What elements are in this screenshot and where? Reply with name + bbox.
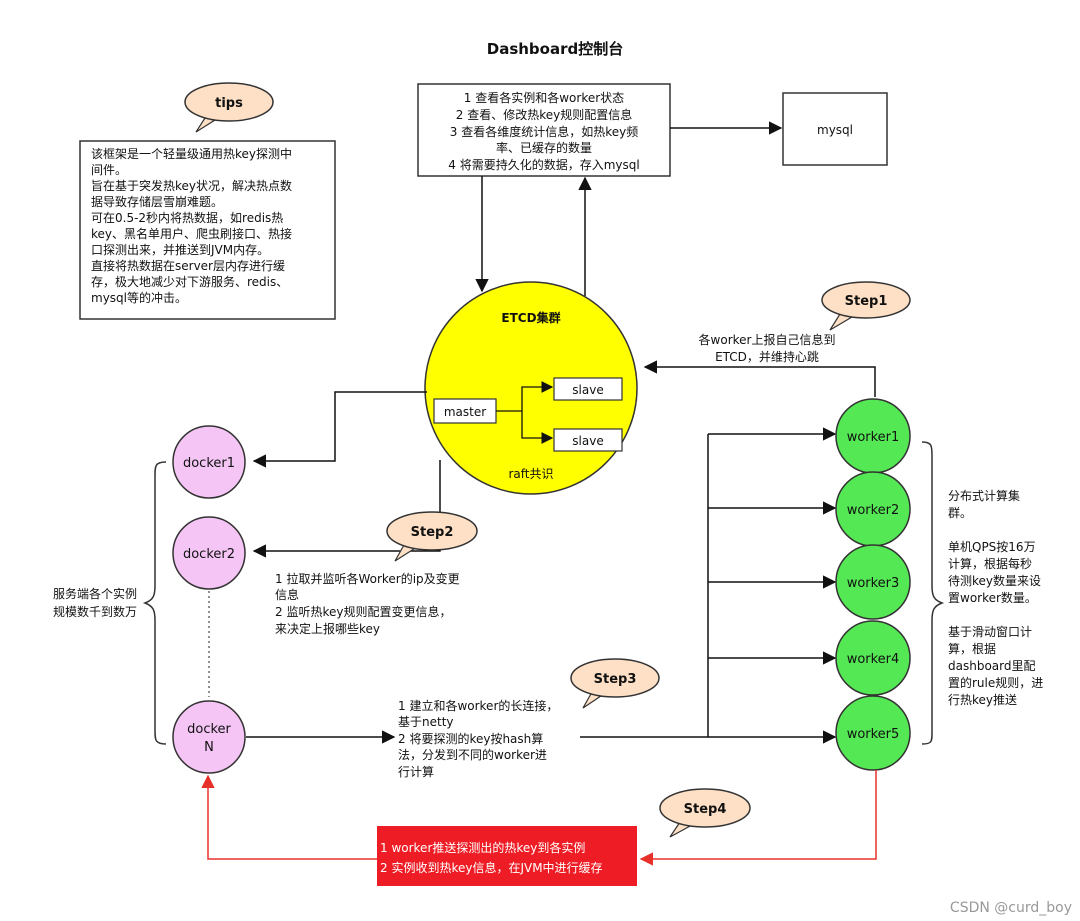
svg-text:待测key数量来设: 待测key数量来设 bbox=[948, 573, 1041, 588]
dockerN-label-2: N bbox=[204, 740, 214, 755]
svg-text:2 将要探测的key按hash算: 2 将要探测的key按hash算 bbox=[398, 731, 543, 746]
worker2-label: worker2 bbox=[847, 503, 900, 518]
svg-text:各worker上报自己信息到: 各worker上报自己信息到 bbox=[699, 332, 836, 347]
svg-text:分布式计算集: 分布式计算集 bbox=[948, 488, 1020, 503]
worker3-label: worker3 bbox=[847, 576, 900, 591]
svg-text:存，极大地减少对下游服务、redis、: 存，极大地减少对下游服务、redis、 bbox=[91, 274, 288, 289]
worker3-node bbox=[835, 544, 911, 620]
master-to-slave-1-arrow bbox=[496, 381, 554, 412]
worker-note: 分布式计算集 群。 单机QPS按16万 计算，根据每秒 待测key数量来设 置w… bbox=[948, 488, 1043, 707]
etcd-consensus-label: raft共识 bbox=[508, 467, 553, 481]
svg-text:2 查看、修改热key规则配置信息: 2 查看、修改热key规则配置信息 bbox=[456, 107, 632, 122]
step4-bubble: Step4 bbox=[659, 788, 751, 838]
svg-text:置worker数量。: 置worker数量。 bbox=[948, 590, 1037, 605]
svg-text:ETCD，并维持心跳: ETCD，并维持心跳 bbox=[715, 349, 819, 364]
svg-text:群。: 群。 bbox=[948, 506, 972, 520]
server-note: 服务端各个实例 规模数千到数万 bbox=[53, 586, 137, 619]
step3-bubble: Step3 bbox=[570, 658, 660, 709]
etcd-to-docker1-arrow bbox=[252, 391, 427, 468]
svg-text:置的rule规则，进: 置的rule规则，进 bbox=[948, 675, 1043, 690]
step1-text: 各worker上报自己信息到 ETCD，并维持心跳 bbox=[699, 332, 836, 364]
etcd-title: ETCD集群 bbox=[501, 310, 560, 325]
docker1-node bbox=[172, 425, 246, 499]
svg-text:据导致存储层雪崩难题。: 据导致存储层雪崩难题。 bbox=[91, 194, 223, 209]
svg-text:1 建立和各worker的长连接，: 1 建立和各worker的长连接， bbox=[398, 698, 558, 713]
master-to-slave-2-arrow bbox=[521, 411, 554, 444]
svg-text:口探测出来，并推送到JVM内存。: 口探测出来，并推送到JVM内存。 bbox=[91, 242, 269, 257]
etcd-master-label: master bbox=[444, 405, 486, 419]
worker5-node bbox=[835, 695, 911, 771]
svg-text:key、黑名单用户、爬虫刷接口、热接: key、黑名单用户、爬虫刷接口、热接 bbox=[91, 226, 292, 241]
docker2-node bbox=[172, 516, 246, 590]
tips-text: 该框架是一个轻量级通用热key探测中 间件。 旨在基于突发热key状况，解决热点… bbox=[91, 146, 292, 305]
svg-text:计算，根据每秒: 计算，根据每秒 bbox=[948, 556, 1032, 571]
dockerN-label-1: docker bbox=[187, 722, 231, 737]
step2-bubble: Step2 bbox=[386, 511, 478, 562]
worker1-label: worker1 bbox=[847, 430, 900, 445]
mysql-box bbox=[782, 92, 888, 166]
step4-box bbox=[377, 826, 637, 886]
svg-text:1 拉取并监听各Worker的ip及变更: 1 拉取并监听各Worker的ip及变更 bbox=[275, 571, 460, 586]
page-title: Dashboard控制台 bbox=[487, 40, 623, 58]
step2-text: 1 拉取并监听各Worker的ip及变更 信息 2 监听热key规则配置变更信息… bbox=[275, 571, 460, 636]
svg-text:tips: tips bbox=[215, 96, 243, 111]
svg-text:2 监听热key规则配置变更信息，: 2 监听热key规则配置变更信息， bbox=[275, 604, 451, 619]
svg-text:1 查看各实例和各worker状态: 1 查看各实例和各worker状态 bbox=[464, 90, 624, 105]
svg-text:mysql等的冲击。: mysql等的冲击。 bbox=[91, 290, 187, 305]
etcd-slave-1 bbox=[553, 377, 623, 401]
svg-text:3 查看各维度统计信息，如热key频: 3 查看各维度统计信息，如热key频 bbox=[450, 124, 638, 139]
worker5-label: worker5 bbox=[847, 727, 900, 742]
svg-text:基于netty: 基于netty bbox=[398, 715, 454, 729]
svg-text:规模数千到数万: 规模数千到数万 bbox=[53, 604, 137, 619]
svg-text:算，根据: 算，根据 bbox=[948, 641, 996, 656]
step3-text: 1 建立和各worker的长连接， 基于netty 2 将要探测的key按has… bbox=[398, 698, 558, 779]
docker1-label: docker1 bbox=[183, 456, 235, 471]
svg-text:法，分发到不同的worker进: 法，分发到不同的worker进 bbox=[398, 747, 547, 762]
step4-text: 1 worker推送探测出的热key到各实例 2 实例收到热key信息，在JVM… bbox=[380, 840, 603, 875]
svg-text:行计算: 行计算 bbox=[398, 764, 434, 779]
push-to-dockerN-arrow bbox=[201, 774, 377, 860]
docker2-label: docker2 bbox=[183, 547, 235, 562]
svg-text:Step3: Step3 bbox=[594, 672, 637, 687]
dashboard-text: 1 查看各实例和各worker状态 2 查看、修改热key规则配置信息 3 查看… bbox=[448, 90, 639, 172]
svg-text:间件。: 间件。 bbox=[91, 163, 127, 177]
watermark: CSDN @curd_boy bbox=[950, 900, 1072, 916]
server-brace bbox=[142, 461, 167, 745]
step1-bubble: Step1 bbox=[821, 281, 911, 331]
svg-text:信息: 信息 bbox=[275, 587, 299, 602]
svg-text:单机QPS按16万: 单机QPS按16万 bbox=[948, 540, 1036, 554]
etcd-slave-2 bbox=[553, 428, 623, 452]
worker-heartbeat-arrow bbox=[643, 360, 876, 397]
svg-text:服务端各个实例: 服务端各个实例 bbox=[53, 586, 137, 601]
svg-text:率、已缓存的数量: 率、已缓存的数量 bbox=[496, 140, 592, 155]
svg-text:直接将热数据在server层内存进行缓: 直接将热数据在server层内存进行缓 bbox=[91, 258, 285, 273]
worker4-node bbox=[835, 620, 911, 696]
tips-box bbox=[79, 140, 336, 320]
dockerN-node bbox=[172, 700, 246, 774]
etcd-slave-1-label: slave bbox=[572, 383, 603, 397]
svg-text:Step1: Step1 bbox=[845, 294, 888, 309]
worker4-label: worker4 bbox=[847, 652, 900, 667]
svg-text:4 将需要持久化的数据，存入mysql: 4 将需要持久化的数据，存入mysql bbox=[448, 157, 639, 172]
svg-text:可在0.5-2秒内将热数据，如redis热: 可在0.5-2秒内将热数据，如redis热 bbox=[91, 210, 283, 225]
worker-push-arrow bbox=[639, 770, 877, 866]
etcd-slave-2-label: slave bbox=[572, 434, 603, 448]
svg-text:2 实例收到热key信息，在JVM中进行缓存: 2 实例收到热key信息，在JVM中进行缓存 bbox=[380, 860, 603, 875]
svg-text:该框架是一个轻量级通用热key探测中: 该框架是一个轻量级通用热key探测中 bbox=[91, 146, 292, 161]
svg-text:dashboard里配: dashboard里配 bbox=[948, 659, 1035, 673]
svg-text:来决定上报哪些key: 来决定上报哪些key bbox=[275, 621, 380, 636]
mysql-label: mysql bbox=[817, 123, 853, 137]
tips-bubble: tips bbox=[184, 82, 274, 133]
dashboard-box bbox=[417, 83, 671, 177]
svg-text:Step2: Step2 bbox=[411, 525, 454, 540]
svg-text:基于滑动窗口计: 基于滑动窗口计 bbox=[948, 625, 1032, 639]
svg-text:旨在基于突发热key状况，解决热点数: 旨在基于突发热key状况，解决热点数 bbox=[91, 178, 292, 193]
svg-text:行热key推送: 行热key推送 bbox=[948, 692, 1017, 707]
worker-brace bbox=[921, 441, 945, 745]
svg-text:1 worker推送探测出的热key到各实例: 1 worker推送探测出的热key到各实例 bbox=[380, 840, 585, 855]
etcd-to-docker2-arrow bbox=[252, 460, 441, 558]
svg-text:Step4: Step4 bbox=[684, 802, 727, 817]
